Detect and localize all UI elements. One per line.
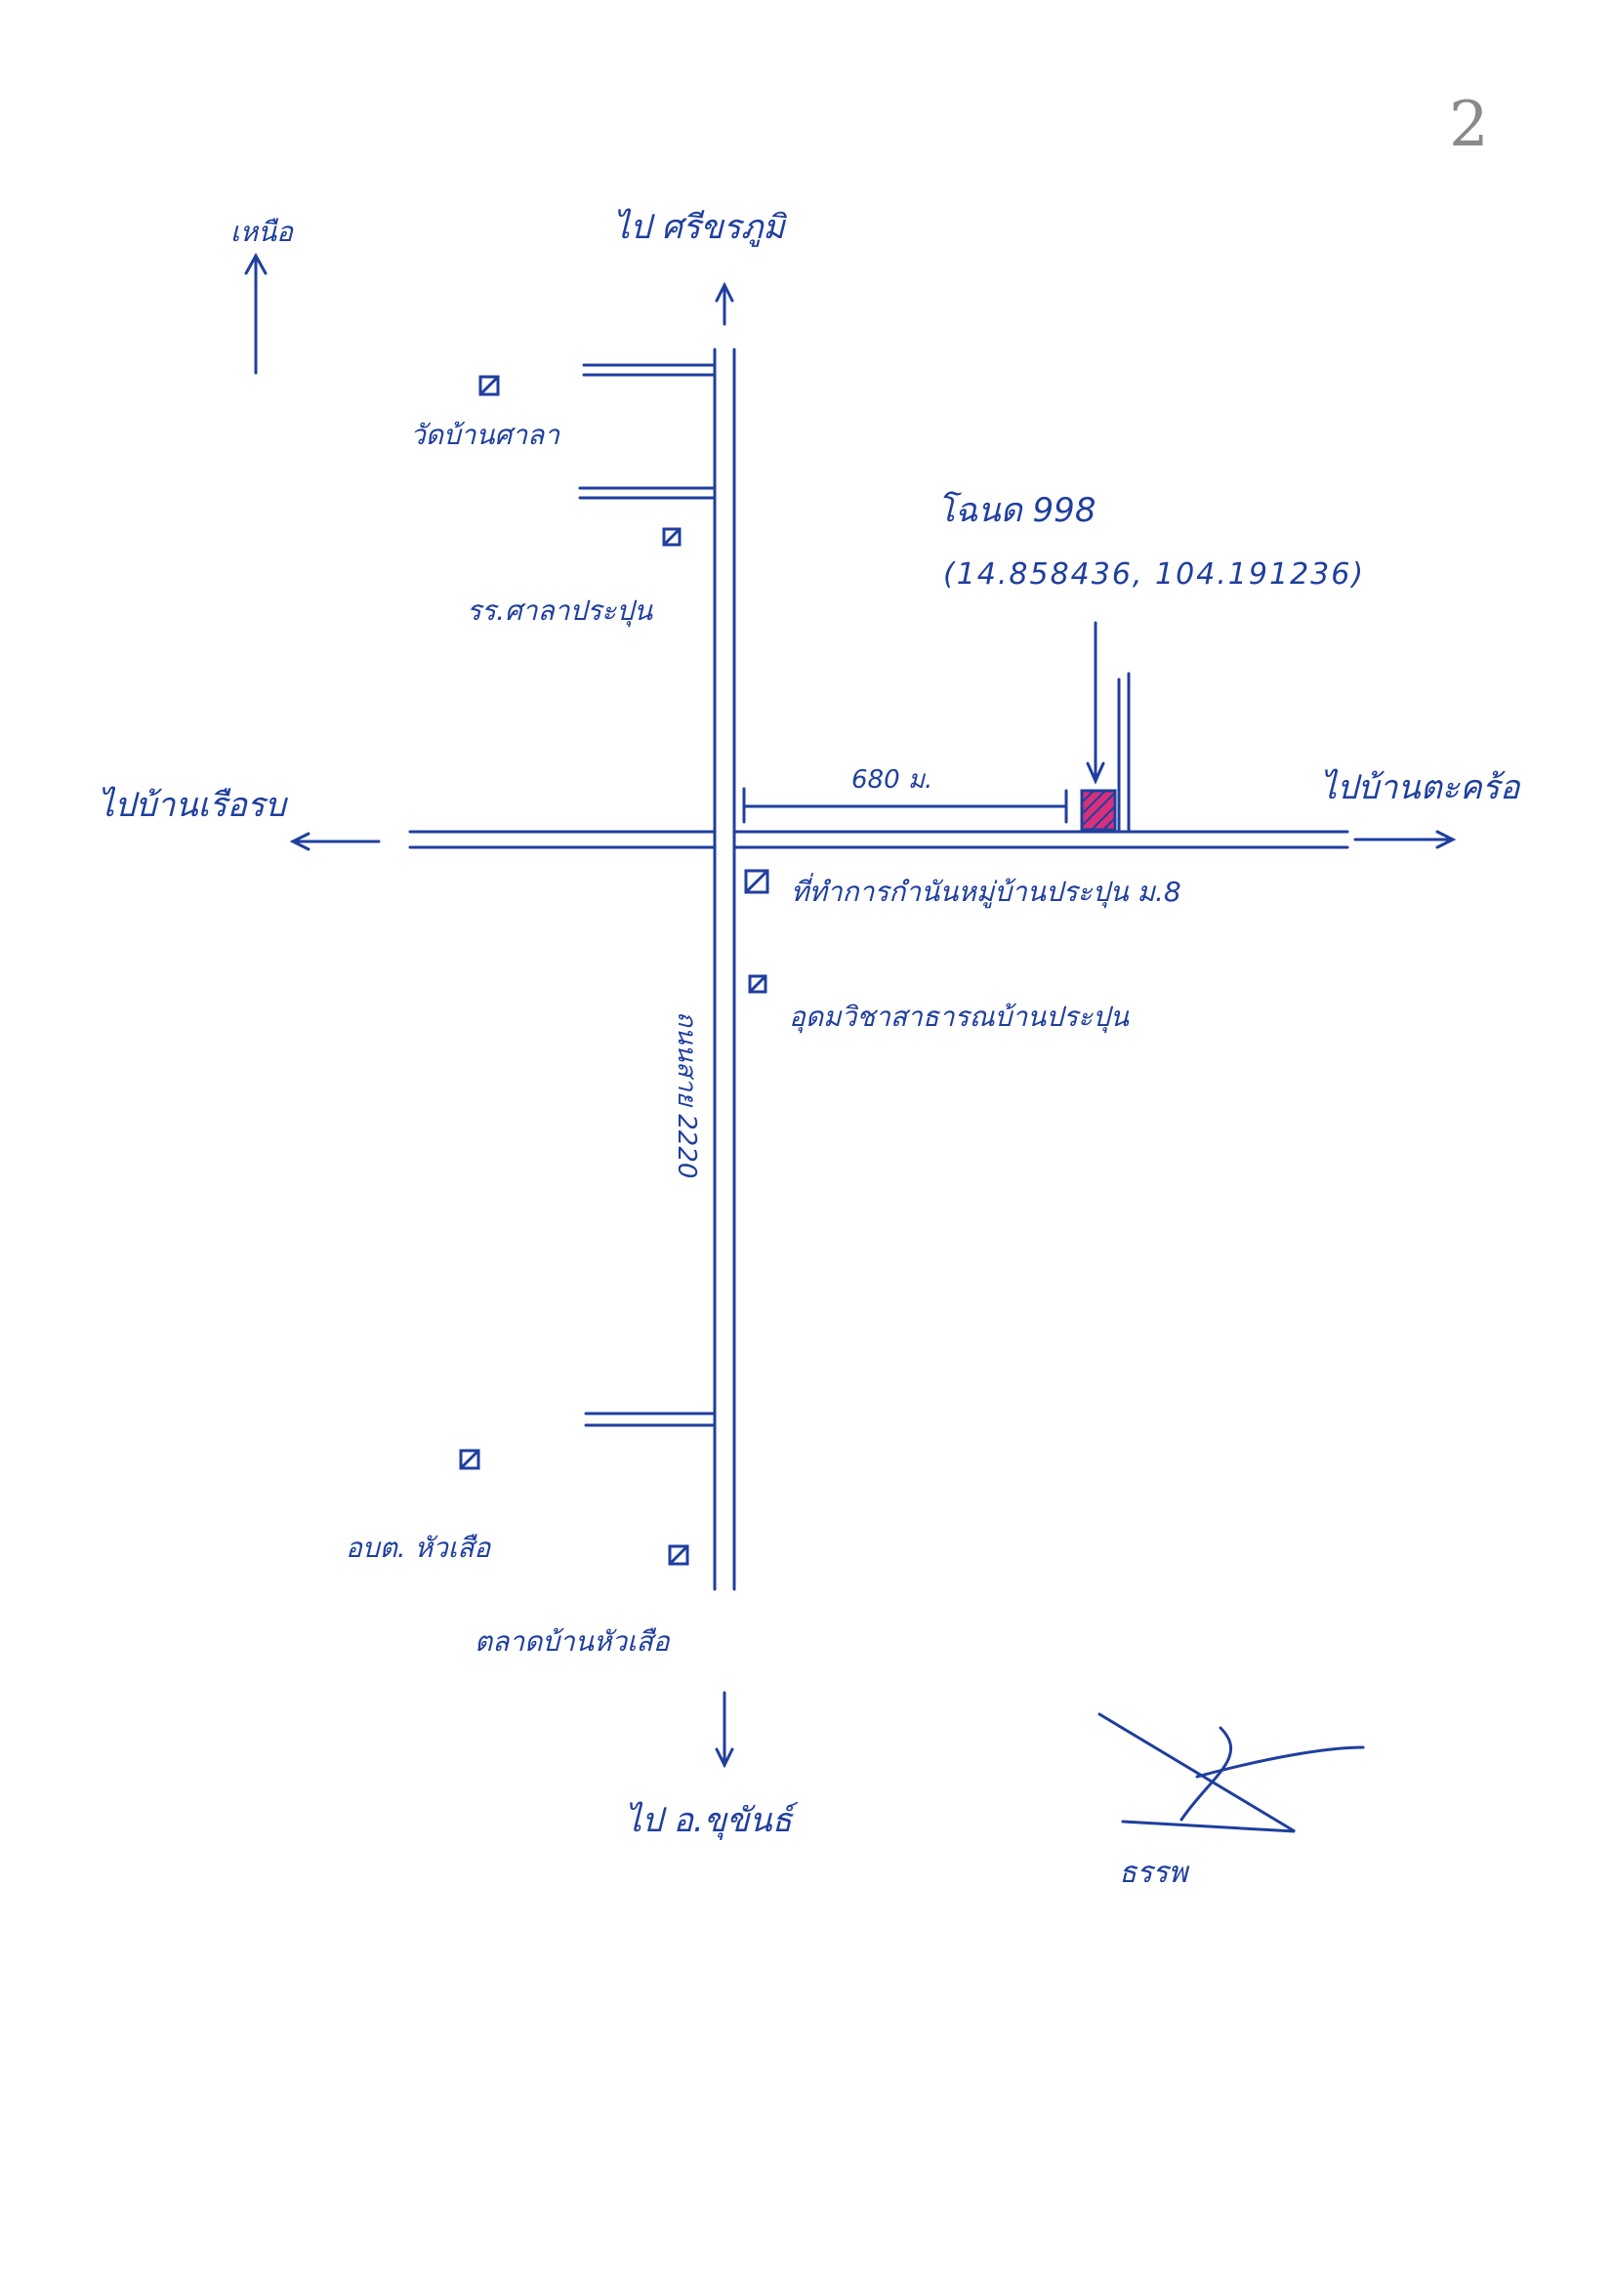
health-center-label: อุดมวิชาสาธารณบ้านประปุน: [789, 1001, 1129, 1033]
health-center-symbol: [748, 974, 767, 994]
tambon-office-symbol: [459, 1449, 480, 1470]
temple-label: วัดบ้านศาลา: [410, 419, 559, 451]
arrow-west-head: [289, 832, 310, 851]
distance-label: 680 ม.: [851, 765, 933, 795]
school-label: รร.ศาลาประปุน: [467, 594, 653, 627]
temple-symbol: [478, 375, 500, 396]
signature-name: ธรรพ: [1119, 1856, 1188, 1890]
north-label: เหนือ: [230, 216, 293, 248]
school-symbol: [662, 527, 682, 547]
market-label: ตลาดบ้านหัวเสือ: [475, 1625, 670, 1658]
target-parcel-label: โฉนด 998: [937, 491, 1096, 530]
target-coordinates: (14.858436, 104.191236): [943, 557, 1366, 592]
road-label: ถนนสาย 2220: [672, 1011, 701, 1179]
signature-scribble: [1097, 1712, 1365, 1833]
target-pointer-head: [1086, 761, 1105, 785]
destination-north-label: ไป ศรีขรภูมิ: [613, 208, 785, 247]
arrow-north-head: [715, 281, 734, 303]
destination-south-label: ไป อ.ขุขันธ์: [625, 1801, 793, 1840]
arrow-east-head: [1435, 830, 1457, 849]
market-symbol: [668, 1544, 689, 1566]
village-office-symbol: [744, 869, 769, 894]
destination-west-label: ไปบ้านเรือรบ: [98, 786, 286, 825]
target-parcel: [1080, 789, 1117, 832]
destination-east-label: ไปบ้านตะคร้อ: [1320, 768, 1520, 807]
page-number: 2: [1449, 89, 1489, 161]
arrow-south-head: [715, 1747, 734, 1769]
tambon-office-label: อบต. หัวเสือ: [346, 1532, 491, 1564]
village-office-label: ที่ทำการกำนันหมู่บ้านประปุน ม.8: [791, 876, 1181, 908]
north-arrow-head: [244, 252, 268, 275]
